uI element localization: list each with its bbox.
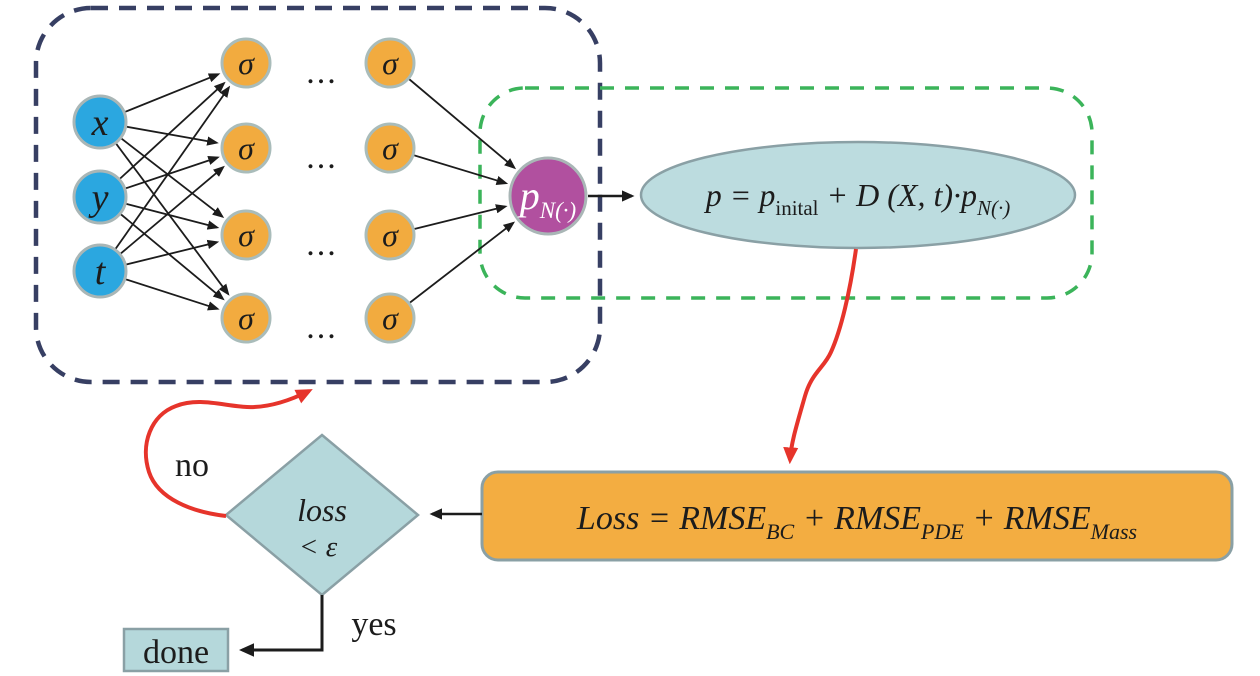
hidden-node (220, 37, 272, 89)
loss-subscript: Mass (1090, 519, 1137, 544)
ellipsis-dots: ... (306, 139, 338, 176)
connection-line (389, 221, 516, 319)
loss-part: Loss = RMSE (576, 500, 766, 537)
hidden-node (364, 209, 416, 261)
loss-part: + RMSE (794, 500, 921, 537)
activation-symbol: σ (382, 217, 399, 253)
activation-symbol: σ (238, 130, 255, 166)
loss-subscript: PDE (920, 519, 964, 544)
formula-part: + D (X, t)·p (819, 177, 977, 213)
output-node-label: pN(·) (517, 173, 576, 223)
loss-box-shape (480, 470, 1234, 562)
formula-to-loss-arrow (783, 248, 858, 465)
connection-line (389, 62, 517, 170)
activation-symbol: σ (238, 217, 255, 253)
hidden-layers-ellipsis: ... ... ... ... (306, 54, 338, 346)
result-formula-text: p = pinital + D (X, t)·pN(·) (704, 177, 1010, 220)
loss-box: Loss = RMSEBC + RMSEPDE + RMSEMass (480, 470, 1234, 562)
input-node-x (72, 94, 128, 150)
ellipsis-dots: ... (306, 54, 338, 91)
connection-line (99, 85, 231, 272)
loss-formula-text: Loss = RMSEBC + RMSEPDE + RMSEMass (576, 500, 1137, 544)
done-box-shape (122, 627, 230, 673)
activation-symbol: σ (238, 45, 255, 81)
input-node-y (72, 169, 128, 225)
result-formula-ellipse: p = pinital + D (X, t)·pN(·) (639, 140, 1077, 250)
formula-ellipse-shape (639, 140, 1077, 250)
activation-symbol: σ (382, 130, 399, 166)
hidden-node (364, 122, 416, 174)
input-label-x: x (91, 102, 109, 144)
hidden-layer-2: σ σ σ ... σ (364, 37, 416, 344)
decision-text-line2: < ε (299, 531, 338, 563)
ellipsis-dots: ... (306, 309, 338, 346)
yes-branch-arrow (239, 595, 324, 657)
yes-branch-label: yes (351, 606, 396, 643)
activation-symbol: σ (382, 300, 399, 336)
ellipsis-dots: ... (306, 226, 338, 263)
no-branch-label: no (175, 447, 209, 484)
input-label-t: t (95, 251, 107, 293)
connection-line (99, 81, 226, 198)
activation-symbol: σ (238, 300, 255, 336)
loss-subscript: BC (766, 519, 794, 544)
output-label-sub: N(·) (539, 198, 576, 223)
decision-diamond: loss < ε (224, 433, 420, 597)
no-feedback-arrow (143, 389, 313, 518)
hidden-to-output-connections (389, 62, 517, 319)
hidden-node (220, 292, 272, 344)
input-label-y: y (88, 177, 109, 219)
output-node: pN(·) (508, 156, 588, 236)
formula-subscript: inital (775, 196, 818, 220)
formula-part: p = p (704, 177, 776, 213)
hidden-node (364, 292, 416, 344)
hidden-node (364, 37, 416, 89)
formula-subscript: N(·) (976, 196, 1010, 220)
activation-symbol: σ (382, 45, 399, 81)
connection-line (99, 121, 230, 296)
hidden-layer-1: σ σ σ σ (220, 37, 272, 344)
loss-part: + RMSE (964, 500, 1091, 537)
output-label-main: p (517, 173, 540, 218)
input-node-t (72, 243, 128, 299)
decision-text-line1: loss (297, 492, 347, 528)
done-label: done (143, 634, 209, 671)
hidden-node (220, 209, 272, 261)
input-layer: x y t (72, 94, 128, 299)
done-box: done (122, 627, 230, 673)
hidden-node (220, 122, 272, 174)
output-node-circle (508, 156, 588, 236)
transform-dashed-box (478, 86, 1094, 300)
